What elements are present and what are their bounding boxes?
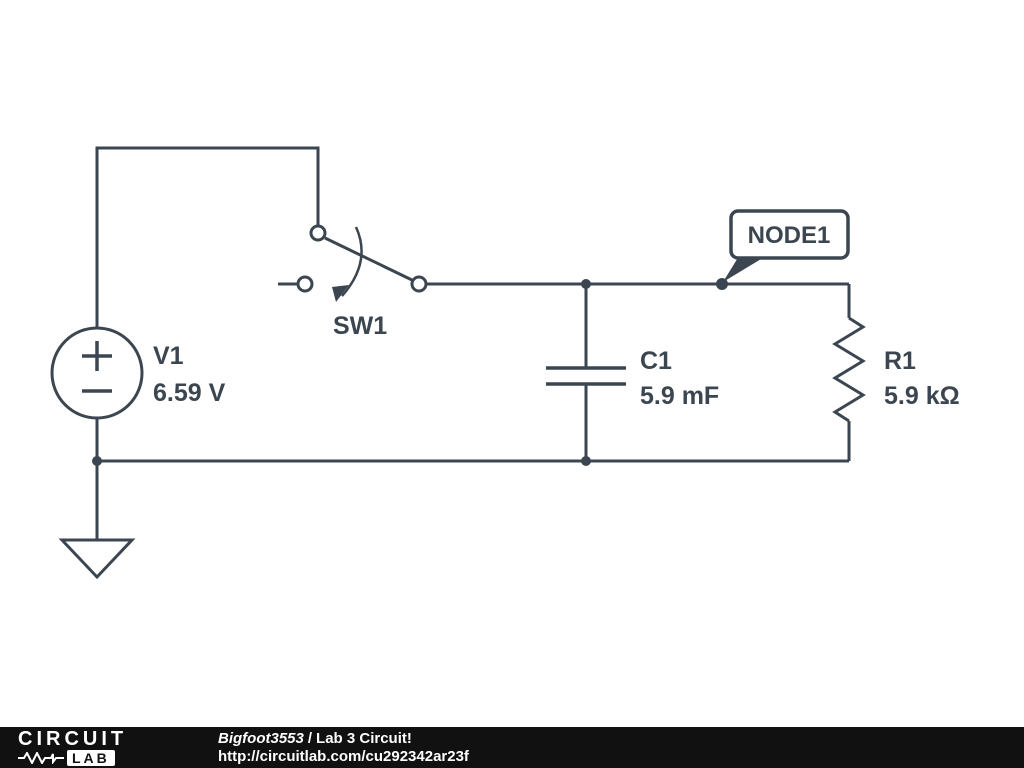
wire-top-loop	[95, 146, 320, 328]
switch-sw1[interactable]: SW1	[296, 224, 428, 340]
resistor-zigzag-icon	[18, 752, 64, 764]
circuit-schematic: V1 6.59 V SW1 C1 5.9 mF	[50, 146, 960, 580]
circuit-url[interactable]: http://circuitlab.com/cu292342ar23f	[218, 748, 469, 765]
ground-symbol	[58, 538, 136, 580]
junction-dot	[581, 279, 591, 289]
footer-bar: CIRCUIT LAB Bigfoot3553/Lab 3 Circuit! h…	[0, 727, 1024, 768]
r1-label: R1	[884, 347, 916, 375]
node1-callout[interactable]: NODE1	[723, 209, 850, 282]
switch-pivot-terminal	[309, 224, 327, 242]
wires	[95, 146, 851, 540]
plus-minus-marks	[82, 341, 112, 393]
logo-bottom-row: LAB	[18, 750, 127, 766]
voltage-source-v1[interactable]: V1 6.59 V	[50, 326, 226, 420]
callout-pointer	[723, 256, 766, 282]
resistor-zigzag	[832, 316, 866, 423]
callout-box	[729, 209, 850, 260]
circuit-title: Lab 3 Circuit!	[316, 730, 412, 747]
footer-title-line: Bigfoot3553/Lab 3 Circuit!	[218, 730, 469, 748]
r1-value: 5.9 kΩ	[884, 382, 960, 410]
c1-label: C1	[640, 347, 672, 375]
node1-label: NODE1	[748, 222, 831, 249]
logo-circuit-text: CIRCUIT	[18, 728, 128, 750]
switch-throw-terminal	[296, 275, 314, 293]
circuitlab-logo: CIRCUIT LAB	[18, 729, 127, 766]
capacitor-plates	[546, 366, 626, 386]
junction-dot	[92, 456, 102, 466]
sw1-label: SW1	[333, 312, 387, 340]
junction-dots	[92, 278, 728, 466]
c1-value: 5.9 mF	[640, 382, 719, 410]
separator: /	[307, 730, 313, 747]
author-name[interactable]: Bigfoot3553	[218, 730, 304, 747]
capacitor-c1[interactable]: C1 5.9 mF	[546, 347, 719, 410]
footer-meta: Bigfoot3553/Lab 3 Circuit! http://circui…	[218, 730, 469, 766]
switch-arrowhead	[332, 285, 349, 302]
v1-label: V1	[153, 342, 184, 370]
switch-lever	[324, 236, 413, 282]
switch-common-terminal	[410, 275, 428, 293]
node1-dot	[716, 278, 728, 290]
voltage-source-body	[50, 326, 144, 420]
v1-value: 6.59 V	[153, 379, 226, 407]
resistor-r1[interactable]: R1 5.9 kΩ	[832, 316, 960, 423]
logo-lab-text: LAB	[67, 750, 115, 766]
ground-triangle	[58, 538, 136, 580]
junction-dot	[581, 456, 591, 466]
switch-motion-arc	[341, 226, 363, 297]
